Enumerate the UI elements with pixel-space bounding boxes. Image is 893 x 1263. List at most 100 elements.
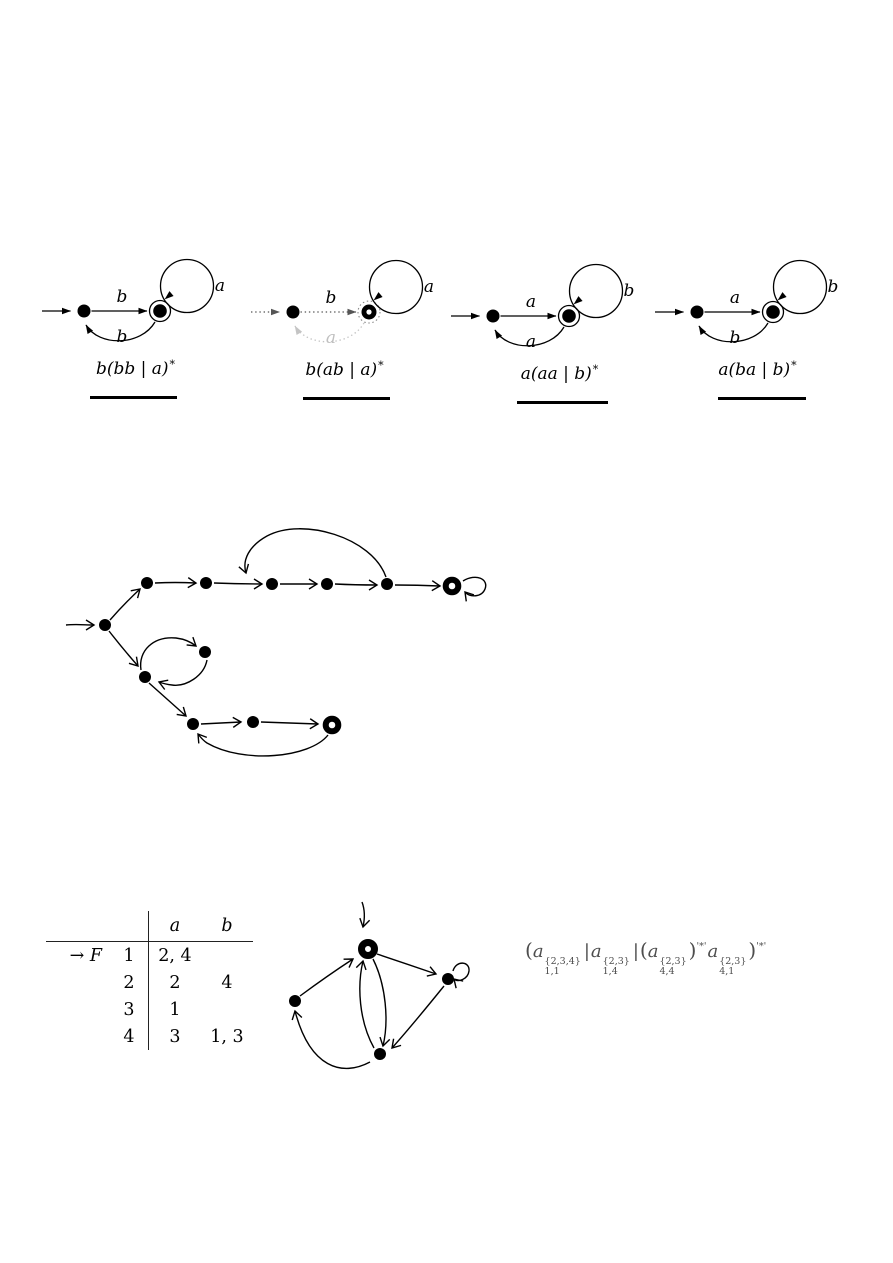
- state-bottom: [374, 1048, 386, 1060]
- edge-bottom-12: [200, 716, 243, 728]
- edge-start-down: [108, 630, 139, 667]
- regex-star: *: [592, 363, 599, 376]
- start-final-marker: → F: [69, 945, 102, 966]
- start-final-marker: [46, 1023, 110, 1050]
- self-loop: [368, 259, 424, 315]
- state-top-3: [266, 578, 278, 590]
- table-header-row: a b: [46, 911, 253, 942]
- formula-base: a: [532, 941, 544, 962]
- regex-label: a(aa | b)*: [452, 363, 667, 384]
- automaton-diagram-1: b a b: [42, 258, 225, 347]
- state-start: [99, 619, 111, 631]
- state-top-5: [381, 578, 393, 590]
- header-empty: [110, 911, 149, 942]
- on-a-cell: 2: [169, 972, 181, 993]
- self-loop-arrowhead: [777, 292, 787, 301]
- dfa-sketch-diagram: [289, 901, 470, 1070]
- state-cell: 4: [110, 1023, 149, 1050]
- formula-subscript: 1,1: [544, 966, 560, 978]
- start-final-marker: [46, 996, 110, 1023]
- formula-scripts: {2,3,4}1,1: [544, 956, 581, 978]
- edge-back-arc-top: [238, 528, 387, 578]
- formula-scripts: {2,3}4,1: [719, 956, 746, 978]
- formula-superscript: {2,3}: [602, 956, 630, 967]
- formula-superscript: {2,3,4}: [544, 956, 581, 967]
- regex-label: b(bb | a)*: [28, 358, 243, 379]
- accept-state-ring: [761, 300, 785, 324]
- accept-state-top: [442, 576, 462, 596]
- state-top-2: [200, 577, 212, 589]
- self-loop: [568, 263, 624, 319]
- initial-state: [77, 304, 91, 318]
- edge-top-to-bottom: [372, 958, 391, 1048]
- answer-underline: [718, 397, 806, 400]
- regex-body: b(bb | a): [95, 359, 169, 379]
- on-b-cell: [201, 942, 253, 970]
- formula-scripts: {2,3}1,4: [602, 956, 630, 978]
- column-header-b: b: [201, 911, 253, 942]
- regex-star: *: [169, 358, 176, 371]
- regex-label: b(ab | a)*: [237, 359, 452, 380]
- table-row: → F 1 2, 4: [46, 941, 253, 970]
- edge-forward-label: a: [526, 292, 536, 312]
- accept-state: [766, 305, 780, 319]
- table-row: 2 2 4: [46, 969, 253, 996]
- accept-state-top: [358, 939, 378, 959]
- edge-start-up: [109, 588, 141, 621]
- regex-star: *: [378, 359, 384, 372]
- self-loop: [772, 259, 828, 315]
- formula-subscript: 1,4: [602, 966, 618, 978]
- formula-base: a: [590, 941, 602, 962]
- edge-return-label: b: [117, 327, 128, 347]
- edge-top-45: [334, 579, 379, 591]
- edge-cycle-down: [157, 659, 208, 690]
- answer-option-3: a b a a(aa | b)*: [437, 246, 652, 421]
- start-final-marker: [46, 969, 110, 996]
- state-bottom-2: [247, 716, 259, 728]
- self-loop-label: b: [828, 277, 839, 297]
- accept-state-ring: [357, 300, 381, 324]
- header-empty: [46, 911, 110, 942]
- on-b-cell: 1, 3: [210, 1026, 244, 1047]
- initial-state: [486, 309, 500, 323]
- table-row: 3 1: [46, 996, 253, 1023]
- regex-body: b(ab | a): [305, 360, 378, 380]
- automaton-diagram-4: a b b: [655, 259, 839, 348]
- edge-left-to-top: [299, 958, 355, 997]
- edge-return-label: a: [326, 328, 336, 348]
- state-right: [442, 973, 454, 985]
- on-b-cell: [201, 996, 253, 1023]
- right-self-loop: [452, 962, 470, 989]
- regex-body: a(aa | b): [520, 364, 592, 384]
- table-row: 4 3 1, 3: [46, 1023, 253, 1050]
- initial-state: [286, 305, 300, 319]
- edge-top-to-right: [376, 953, 438, 977]
- on-a-cell: 3: [169, 1026, 181, 1047]
- edge-return: [494, 326, 565, 347]
- self-loop: [159, 258, 215, 314]
- automaton-diagram-2: b a a: [251, 259, 434, 348]
- answer-option-1: b a b b(bb | a)*: [28, 241, 243, 416]
- regex-label: a(ba | b)*: [650, 359, 865, 380]
- regex-formula: (a{2,3,4}1,1|a{2,3}1,4|(a{2,3}4,4)'*'a{2…: [525, 938, 767, 978]
- formula-base: a: [647, 941, 659, 962]
- answer-option-2: b a a b(ab | a)*: [237, 242, 452, 417]
- answer-option-4: a b b a(ba | b)*: [641, 242, 856, 417]
- state-top-4: [321, 578, 333, 590]
- edge-forward-label: b: [117, 287, 128, 307]
- edge-bottom-to-top: [355, 959, 375, 1049]
- alternation-bar: |: [583, 941, 590, 962]
- state-cell: 3: [110, 996, 149, 1023]
- edge-right-to-bottom: [391, 985, 445, 1049]
- state-bottom-1: [187, 718, 199, 730]
- edge-return: [85, 321, 156, 342]
- edge-return-label: b: [730, 328, 741, 348]
- star-superscript: '*': [696, 941, 707, 952]
- answer-underline: [517, 401, 608, 404]
- self-loop-label: b: [624, 281, 635, 301]
- on-a-cell: 1: [169, 999, 181, 1020]
- transition-table: a b → F 1 2, 4 2 2 4 3 1 4 3 1, 3: [46, 911, 253, 1050]
- edge-top-12: [154, 577, 198, 589]
- state-cell: 1: [110, 941, 149, 969]
